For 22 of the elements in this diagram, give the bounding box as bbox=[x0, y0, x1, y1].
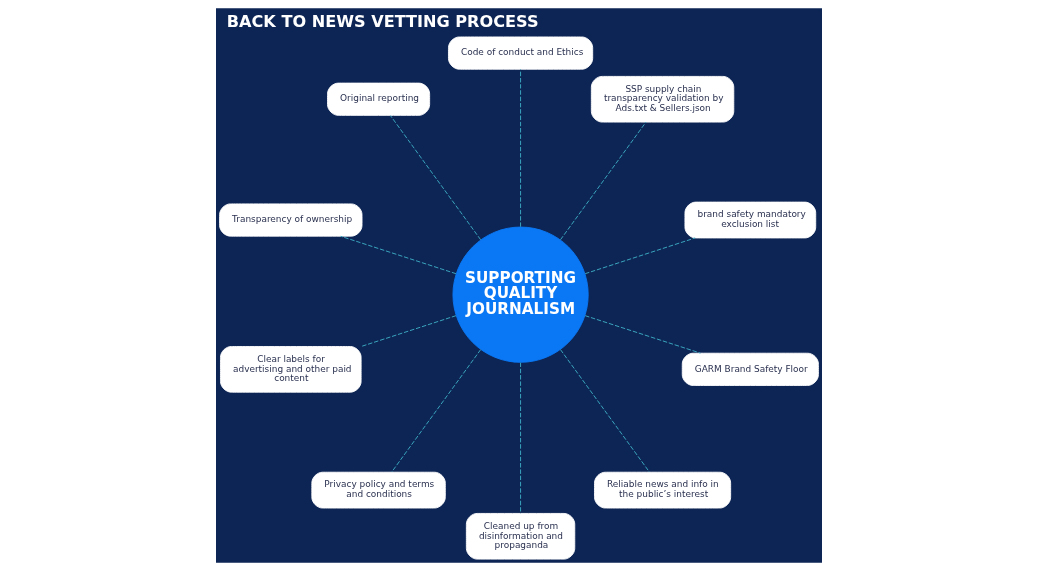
connector bbox=[389, 115, 482, 241]
node-box: brand safety mandatory exclusion list bbox=[684, 201, 817, 239]
node-box: SSP supply chain transparency validation by Ads.txt & Sellers.json bbox=[590, 75, 735, 123]
node-circle: SUPPORTING QUALITY JOURNALISM bbox=[452, 226, 589, 363]
connector bbox=[560, 121, 647, 241]
diagram-title: BACK TO NEWS VETTING PROCESS bbox=[226, 12, 539, 32]
node-box: Code of conduct and Ethics bbox=[448, 36, 594, 70]
connector bbox=[584, 315, 701, 354]
node-box: Clear labels for advertising and other paid content bbox=[220, 346, 362, 393]
connector bbox=[560, 349, 650, 473]
node-box: Original reporting bbox=[327, 82, 431, 116]
node-box: Cleaned up from disinformation and propaganda bbox=[465, 512, 576, 560]
connector bbox=[360, 315, 457, 347]
node-box: Privacy policy and terms and conditions bbox=[311, 471, 446, 509]
connector bbox=[391, 349, 482, 473]
node-box: Reliable news and info in the public’s interest bbox=[594, 471, 732, 509]
connector bbox=[584, 237, 696, 275]
node-box: GARM Brand Safety Floor bbox=[681, 352, 819, 386]
node-box: Transparency of ownership bbox=[219, 203, 363, 237]
connector bbox=[340, 235, 457, 275]
connector bbox=[520, 68, 522, 228]
connector bbox=[520, 362, 522, 514]
